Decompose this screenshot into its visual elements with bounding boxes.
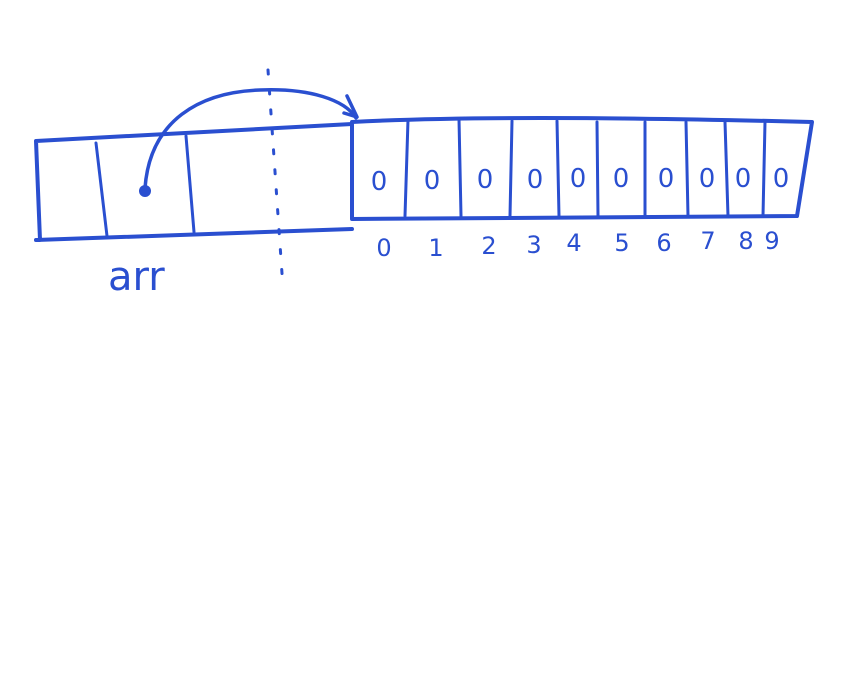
heap-index-label: 5 xyxy=(614,229,629,257)
heap-cell-value: 0 xyxy=(527,165,544,195)
stack-variable-label: arr xyxy=(108,254,165,300)
heap-index-label: 6 xyxy=(656,229,671,257)
heap-index-label: 2 xyxy=(481,232,496,260)
heap-index-label: 8 xyxy=(738,227,753,255)
arrowhead xyxy=(342,94,359,119)
heap-cell-divider xyxy=(595,120,600,218)
heap-cell-value: 0 xyxy=(371,167,388,197)
stack-cell-divider xyxy=(94,141,109,238)
heap-cell-divider xyxy=(403,118,410,218)
stack-array-box xyxy=(34,122,354,242)
pointer-arrow xyxy=(143,88,359,190)
heap-array-box xyxy=(350,116,814,221)
heap-cell-divider xyxy=(723,120,730,218)
pointer-dot xyxy=(139,185,151,197)
stack-cell-divider xyxy=(184,134,196,234)
heap-indices: 0 1 2 3 4 5 6 7 8 9 xyxy=(376,227,779,262)
heap-index-label: 1 xyxy=(428,234,443,262)
heap-cell-value: 0 xyxy=(658,164,675,194)
heap-cell-value: 0 xyxy=(735,164,752,194)
heap-cell-value: 0 xyxy=(570,164,587,194)
memory-separator xyxy=(266,68,285,290)
stack-box-outline xyxy=(34,122,354,242)
heap-cell-divider xyxy=(761,120,767,218)
heap-cell-divider xyxy=(457,117,463,218)
heap-cell-divider xyxy=(684,120,690,218)
heap-cell-divider xyxy=(555,119,561,218)
heap-cell-value: 0 xyxy=(773,164,790,194)
heap-index-label: 9 xyxy=(764,227,779,255)
heap-cell-values: 0 0 0 0 0 0 0 0 0 0 xyxy=(371,164,790,197)
heap-cell-value: 0 xyxy=(613,164,630,194)
heap-index-label: 7 xyxy=(700,227,715,255)
pointer-arrow-curve xyxy=(143,88,358,190)
heap-index-label: 0 xyxy=(376,234,391,262)
heap-cell-value: 0 xyxy=(699,164,716,194)
heap-cell-divider xyxy=(508,119,514,218)
heap-index-label: 4 xyxy=(566,229,581,257)
heap-cell-value: 0 xyxy=(424,166,441,196)
heap-cell-value: 0 xyxy=(477,165,494,195)
heap-box-outline xyxy=(350,116,814,221)
heap-index-label: 3 xyxy=(526,231,541,259)
